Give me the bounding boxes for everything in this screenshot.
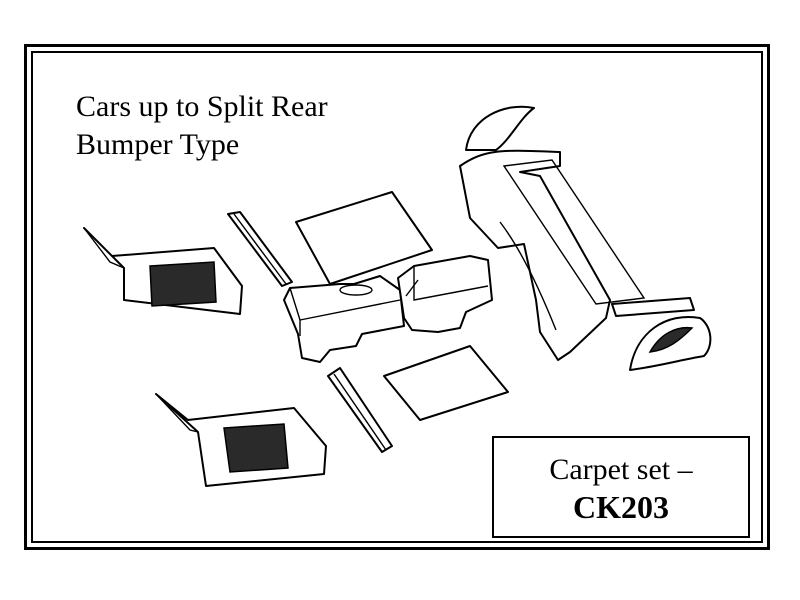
rear-side-panel [459,149,646,361]
inner-border [31,51,763,543]
title-line-2: Bumper Type [76,128,240,161]
sill-strip-upper [227,211,293,287]
page-title: Cars up to Split Rear Bumper Type [76,88,396,164]
tunnel-cover-left [283,275,405,363]
wheel-arch-top [465,105,535,151]
product-caption-box: Carpet set – CK203 [492,436,750,538]
tunnel-cover-right [397,255,493,333]
flat-panel-lower [383,345,509,421]
front-footwell-mat-lower [155,393,327,487]
product-code: CK203 [573,489,669,525]
wheel-arch-bottom [629,316,712,371]
sill-strip-lower [327,367,393,453]
front-footwell-mat-upper [83,227,243,315]
small-strip-right [611,297,695,317]
caption-line-1: Carpet set – [549,453,693,486]
title-line-1: Cars up to Split Rear [76,90,328,123]
outer-border [24,44,770,550]
flat-panel-upper [295,191,433,285]
